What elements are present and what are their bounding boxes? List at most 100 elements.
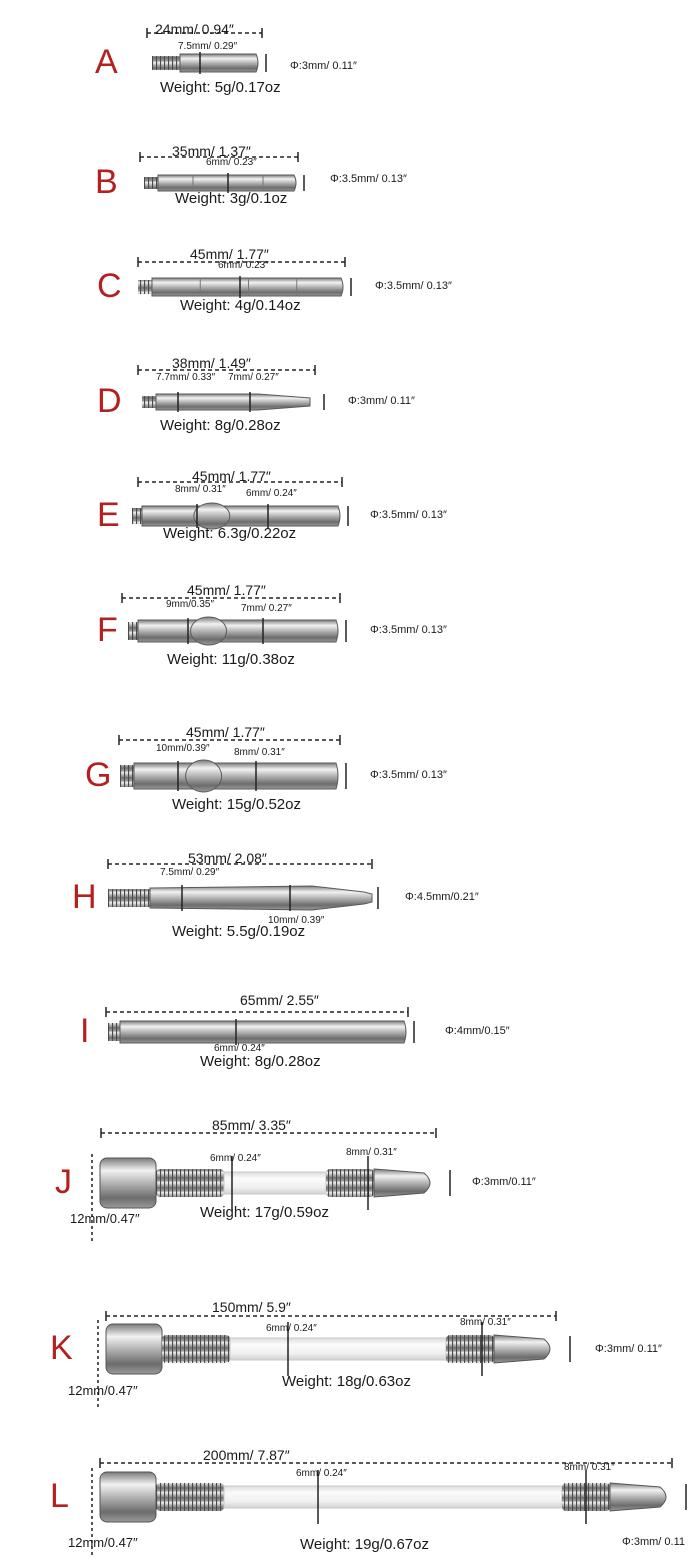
weight-label: Weight: 8g/0.28oz [160, 417, 281, 434]
diameter-label: 6mm/ 0.24″ [210, 1153, 261, 1164]
weight-label: Weight: 8g/0.28oz [200, 1053, 321, 1070]
length-label: 45mm/ 1.77″ [192, 468, 271, 484]
length-label: 53mm/ 2.08″ [188, 850, 267, 866]
item-letter: A [95, 43, 118, 81]
rod-thread [108, 1023, 120, 1041]
length-label: 45mm/ 1.77″ [186, 724, 265, 740]
diameter-label: 7.5mm/ 0.29″ [178, 41, 238, 52]
weight-label: Weight: 15g/0.52oz [172, 796, 301, 813]
rod-body [157, 174, 297, 192]
length-label: 24mm/ 0.94″ [155, 21, 234, 37]
item-letter: D [97, 382, 122, 420]
rod-tip [609, 1482, 667, 1512]
item-letter: C [97, 267, 122, 305]
phi-label: Φ:3mm/0.11″ [472, 1176, 536, 1188]
phi-label: Φ:3mm/ 0.11″ [348, 395, 415, 407]
rod-glass [223, 1171, 327, 1195]
weight-label: Weight: 4g/0.14oz [180, 297, 301, 314]
diameter-label: 8mm/ 0.31″ [175, 484, 226, 495]
diameter-label: 7.7mm/ 0.33″ [156, 372, 216, 383]
rod-body [151, 277, 344, 297]
weight-label: Weight: 17g/0.59oz [200, 1204, 329, 1221]
rod-tip [493, 1334, 551, 1364]
weight-label: Weight: 19g/0.67oz [300, 1536, 429, 1553]
diameter-label: 8mm/ 0.31″ [234, 747, 285, 758]
item-letter: J [55, 1163, 72, 1201]
rod-thread [120, 765, 134, 787]
diameter-label: 6mm/ 0.24″ [214, 1043, 265, 1054]
diameter-label: 6mm/ 0.23″ [206, 157, 257, 168]
length-label: 35mm/ 1.37″ [172, 143, 251, 159]
rod-thread [162, 1335, 230, 1363]
cap-height-label: 12mm/0.47″ [68, 1535, 138, 1550]
phi-label: Φ:3mm/ 0.11″ [595, 1343, 662, 1355]
rod-body [179, 53, 259, 73]
rod-body [133, 762, 339, 790]
item-letter: F [97, 611, 118, 649]
rod-thread [152, 56, 180, 70]
diameter-label: 8mm/ 0.31″ [346, 1147, 397, 1158]
rod-thread [142, 396, 156, 408]
phi-label: Φ:3.5mm/ 0.13″ [370, 769, 447, 781]
rod-cap [105, 1323, 163, 1375]
rod-glass [223, 1485, 563, 1509]
length-label: 65mm/ 2.55″ [240, 992, 319, 1008]
length-label: 85mm/ 3.35″ [212, 1117, 291, 1133]
phi-label: Φ:3mm/ 0.11 [622, 1536, 685, 1548]
cap-height-label: 12mm/0.47″ [68, 1383, 138, 1398]
rod-body [137, 619, 339, 643]
weight-label: Weight: 6.3g/0.22oz [163, 525, 297, 542]
diameter-label: 6mm/ 0.24″ [296, 1468, 347, 1479]
rod-body [155, 393, 311, 411]
rod-thread [108, 889, 150, 907]
phi-label: Φ:3.5mm/ 0.13″ [370, 509, 447, 521]
cap-height-label: 12mm/0.47″ [70, 1211, 140, 1226]
diameter-label: 10mm/ 0.39″ [268, 915, 325, 926]
rod-cap [99, 1157, 157, 1209]
rod-thread [132, 508, 142, 524]
weight-label: Weight: 5.5g/0.19oz [172, 923, 306, 940]
rod-body [149, 885, 373, 911]
rod-cap [99, 1471, 157, 1523]
phi-label: Φ:4mm/0.15″ [445, 1025, 510, 1037]
rod-bulge [190, 616, 228, 646]
rod-body [141, 505, 341, 527]
weight-label: Weight: 11g/0.38oz [167, 651, 295, 668]
phi-label: Φ:3.5mm/ 0.13″ [330, 173, 407, 185]
diameter-label: 7mm/ 0.27″ [241, 603, 292, 614]
item-letter: L [50, 1477, 69, 1515]
item-letter: K [50, 1329, 73, 1367]
rod-glass [229, 1337, 447, 1361]
rod-thread [156, 1169, 224, 1197]
rod-thread [326, 1169, 374, 1197]
item-letter: E [97, 496, 120, 534]
rod-bulge [185, 759, 223, 793]
item-letter: G [85, 756, 112, 794]
item-letter: B [95, 163, 118, 201]
item-letter: H [72, 878, 97, 916]
diameter-label: 7.5mm/ 0.29″ [160, 867, 220, 878]
length-label: 45mm/ 1.77″ [190, 246, 269, 262]
length-label: 150mm/ 5.9″ [212, 1299, 291, 1315]
diameter-label: 6mm/ 0.24″ [266, 1323, 317, 1334]
length-label: 200mm/ 7.87″ [203, 1447, 290, 1463]
diameter-label: 8mm/ 0.31″ [564, 1462, 615, 1473]
weight-label: Weight: 18g/0.63oz [282, 1373, 411, 1390]
diameter-label: 10mm/0.39″ [156, 743, 210, 754]
diameter-label: 6mm/ 0.24″ [246, 488, 297, 499]
item-letter: I [80, 1012, 90, 1050]
rod-body [119, 1020, 407, 1044]
rod-thread [156, 1483, 224, 1511]
phi-label: Φ:3.5mm/ 0.13″ [375, 280, 452, 292]
diameter-label: 8mm/ 0.31″ [460, 1317, 511, 1328]
rod-bulge [193, 502, 231, 530]
length-label: 45mm/ 1.77″ [187, 582, 266, 598]
rod-thread [446, 1335, 494, 1363]
diameter-label: 7mm/ 0.27″ [228, 372, 279, 383]
weight-label: Weight: 3g/0.1oz [175, 190, 288, 207]
length-label: 38mm/ 1.49″ [172, 355, 251, 371]
diameter-label: 9mm/0.35″ [166, 599, 215, 610]
weight-label: Weight: 5g/0.17oz [160, 79, 281, 96]
rod-thread [138, 280, 152, 294]
